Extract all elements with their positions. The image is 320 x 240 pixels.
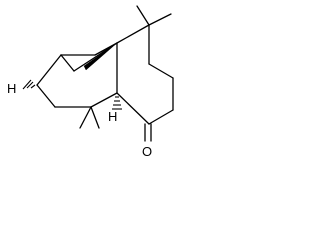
bond-bridge-to-methylene (60, 54, 75, 72)
hash-left-2 (26, 81, 34, 89)
bond-right-side (148, 63, 174, 79)
bond-right-top (116, 24, 150, 44)
hash-left-3 (22, 79, 32, 90)
hash-left-1 (30, 84, 36, 89)
bond-lower-ring-join (90, 92, 118, 108)
bond-top-methyl-right (148, 13, 172, 26)
atom-hydrogen-bottom: H (108, 109, 117, 124)
bond-bottom-right (148, 109, 174, 125)
molecule-drawing: H H O (7, 5, 174, 159)
bond-methyl-down-left (79, 106, 92, 129)
wedge-bond-bridgehead (83, 42, 118, 71)
bond-bottom-to-junction (116, 92, 150, 125)
bond-top-methyl-left (136, 5, 150, 26)
bond-left-lower (36, 84, 56, 108)
atom-hydrogen-left: H (7, 81, 16, 96)
bond-methyl-down-right (90, 106, 100, 129)
bond-methylene-to-bridgehead (73, 42, 118, 72)
bond-bridge-left (36, 54, 62, 86)
atom-oxygen: O (142, 144, 152, 159)
structure-canvas: H H O (0, 0, 186, 166)
